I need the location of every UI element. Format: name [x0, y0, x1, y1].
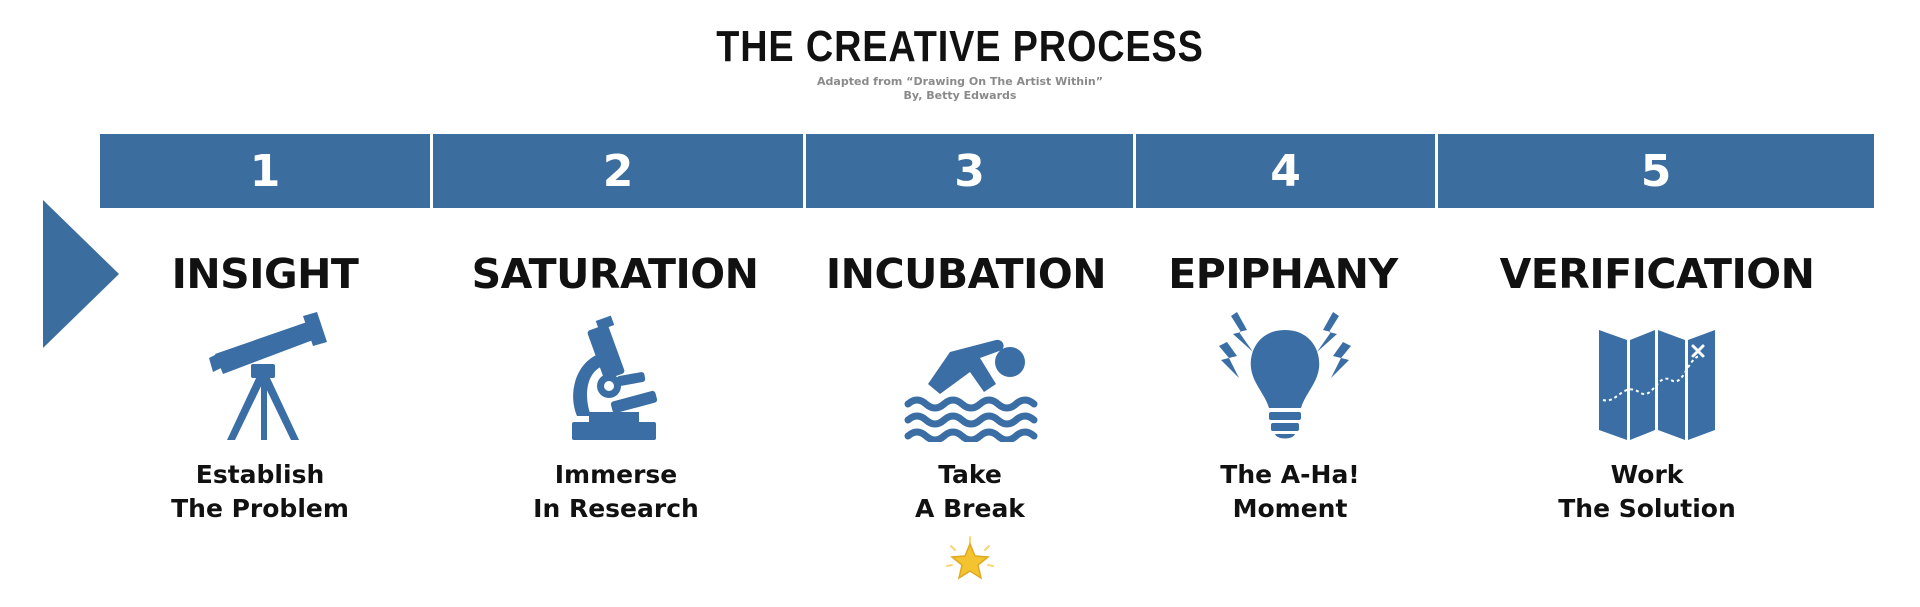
step-title-epiphany: EPIPHANY	[1168, 250, 1398, 298]
step-desc-2: Immerse In Research	[456, 458, 776, 526]
map-icon	[1587, 312, 1727, 442]
step-number-4: 4	[1133, 134, 1435, 208]
step-number-2: 2	[430, 134, 803, 208]
glowing-star-icon	[946, 536, 994, 580]
step-desc-2-line1: Immerse	[554, 460, 678, 489]
step-desc-1: Establish The Problem	[100, 458, 420, 526]
step-2: SATURATION	[435, 248, 795, 300]
microscope-icon	[547, 312, 687, 442]
step-desc-3-line1: Take	[938, 460, 1002, 489]
subtitle-author: By, Betty Edwards	[903, 89, 1017, 102]
step-desc-5-line1: Work	[1610, 460, 1684, 489]
subtitle-source: Adapted from “Drawing On The Artist With…	[817, 75, 1103, 88]
step-desc-3-line2: A Break	[915, 494, 1025, 523]
step-desc-1-line1: Establish	[195, 460, 325, 489]
step-desc-1-line2: The Problem	[171, 494, 349, 523]
step-title-incubation: INCUBATION	[825, 250, 1107, 298]
step-desc-5: Work The Solution	[1487, 458, 1807, 526]
step-desc-4: The A-Ha! Moment	[1130, 458, 1450, 526]
lightbulb-icon	[1215, 312, 1355, 442]
step-desc-5-line2: The Solution	[1558, 494, 1736, 523]
step-desc-4-line2: Moment	[1232, 494, 1348, 523]
step-title-insight: INSIGHT	[171, 250, 359, 298]
swimmer-icon	[900, 312, 1040, 442]
step-number-bar: 1 2 3 4 5	[100, 134, 1874, 208]
step-5: VERIFICATION	[1477, 248, 1837, 300]
step-title-saturation: SATURATION	[471, 250, 759, 298]
step-3: INCUBATION	[786, 248, 1146, 300]
step-1: INSIGHT	[85, 248, 445, 300]
step-4: EPIPHANY	[1103, 248, 1463, 300]
step-number-5: 5	[1435, 134, 1874, 208]
play-arrow-icon	[43, 200, 119, 348]
step-title-verification: VERIFICATION	[1499, 250, 1815, 298]
step-desc-4-line1: The A-Ha!	[1220, 460, 1360, 489]
page-title: THE CREATIVE PROCESS	[716, 22, 1204, 71]
step-number-1: 1	[100, 134, 430, 208]
telescope-icon	[195, 312, 335, 442]
step-desc-3: Take A Break	[810, 458, 1130, 526]
step-desc-2-line2: In Research	[533, 494, 699, 523]
step-number-3: 3	[803, 134, 1133, 208]
